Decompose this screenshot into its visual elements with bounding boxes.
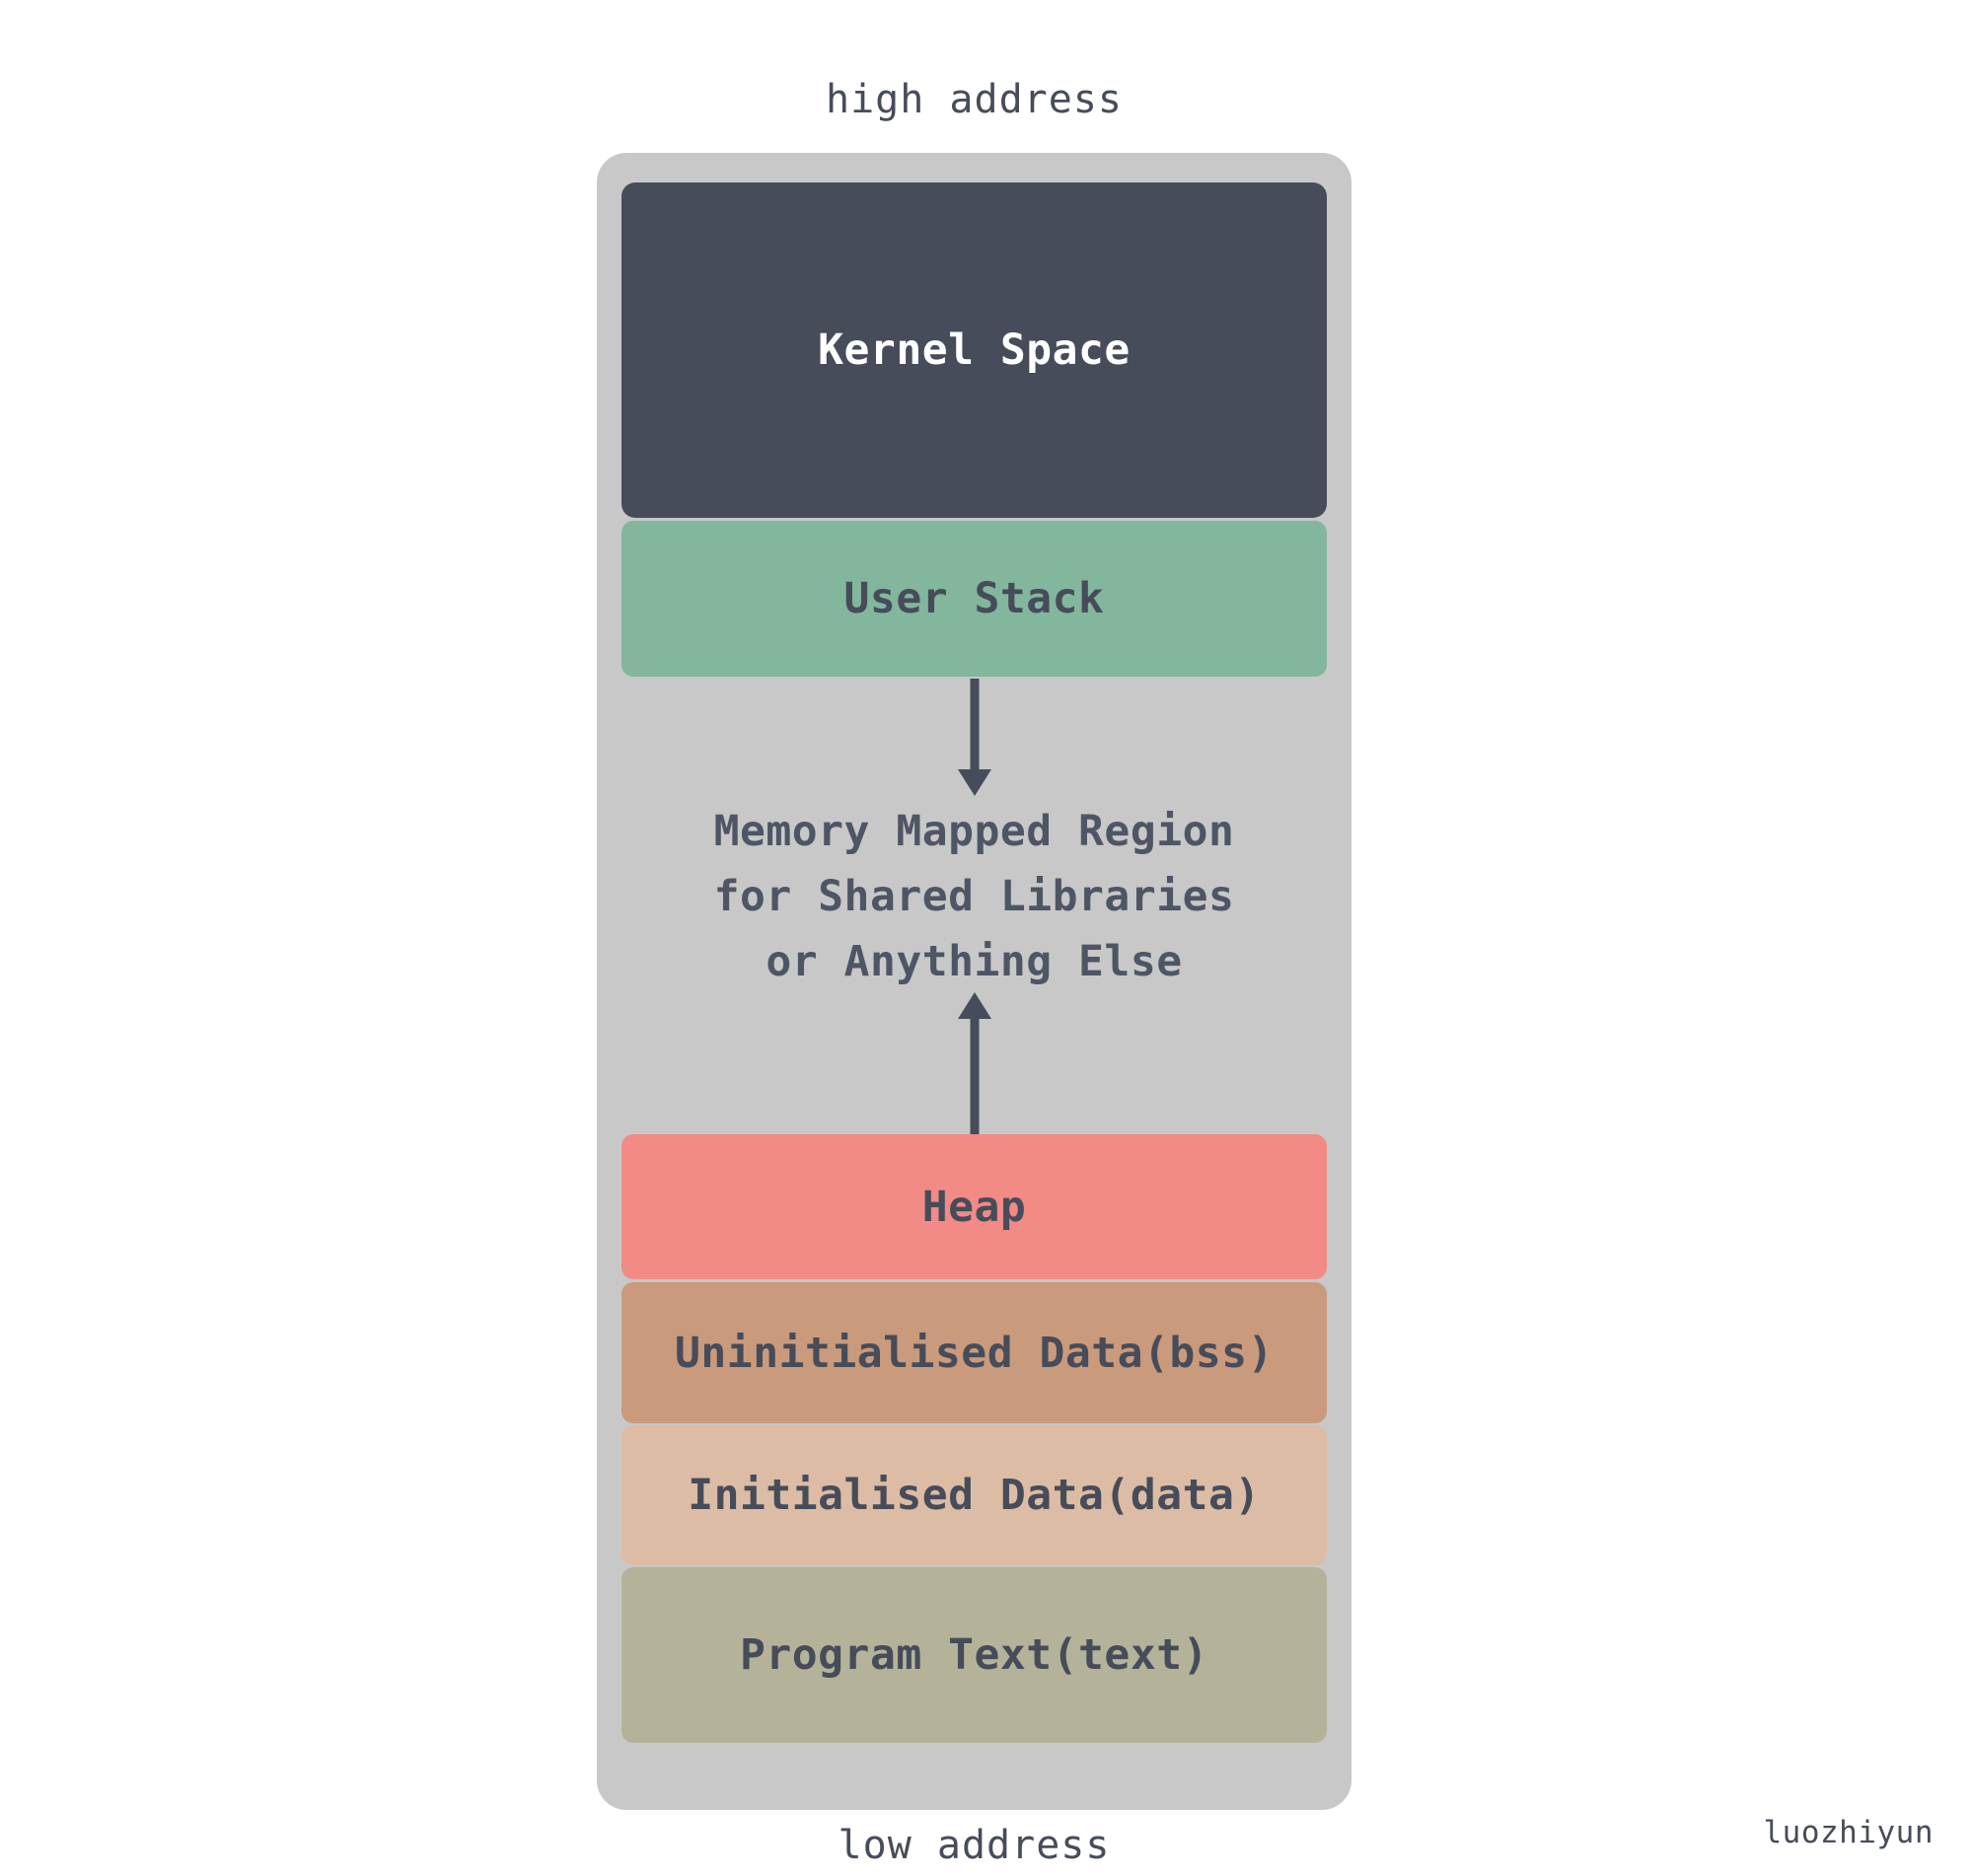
memory-mapped-region-text: Memory Mapped Region for Shared Librarie… — [621, 799, 1327, 994]
mapped-region-line-2: for Shared Libraries — [713, 872, 1235, 921]
segment-data[interactable]: Initialised Data(data) — [621, 1425, 1327, 1565]
segment-user-stack[interactable]: User Stack — [621, 521, 1327, 677]
segment-heap[interactable]: Heap — [621, 1134, 1327, 1279]
segment-user-stack-label: User Stack — [843, 574, 1105, 623]
arrow-up-head — [957, 992, 991, 1019]
watermark: luozhiyun — [1763, 1815, 1934, 1850]
segment-kernel-space-label: Kernel Space — [818, 325, 1131, 375]
memory-layout-container: Kernel Space User Stack Memory Mapped Re… — [597, 153, 1351, 1810]
segment-bss[interactable]: Uninitialised Data(bss) — [621, 1282, 1327, 1423]
arrow-up-shaft — [970, 1019, 979, 1135]
arrow-down-shaft — [970, 679, 979, 775]
segment-heap-label: Heap — [921, 1182, 1027, 1232]
high-address-label: high address — [826, 77, 1123, 122]
segment-kernel-space[interactable]: Kernel Space — [621, 182, 1327, 518]
segment-bss-label: Uninitialised Data(bss) — [675, 1328, 1274, 1378]
segment-data-label: Initialised Data(data) — [688, 1471, 1261, 1520]
low-address-label: low address — [838, 1823, 1111, 1868]
mapped-region-line-3: or Anything Else — [766, 937, 1183, 986]
mapped-region-line-1: Memory Mapped Region — [713, 807, 1235, 856]
segment-text[interactable]: Program Text(text) — [621, 1567, 1327, 1743]
arrow-down-head — [957, 769, 991, 796]
segment-text-label: Program Text(text) — [740, 1630, 1208, 1680]
